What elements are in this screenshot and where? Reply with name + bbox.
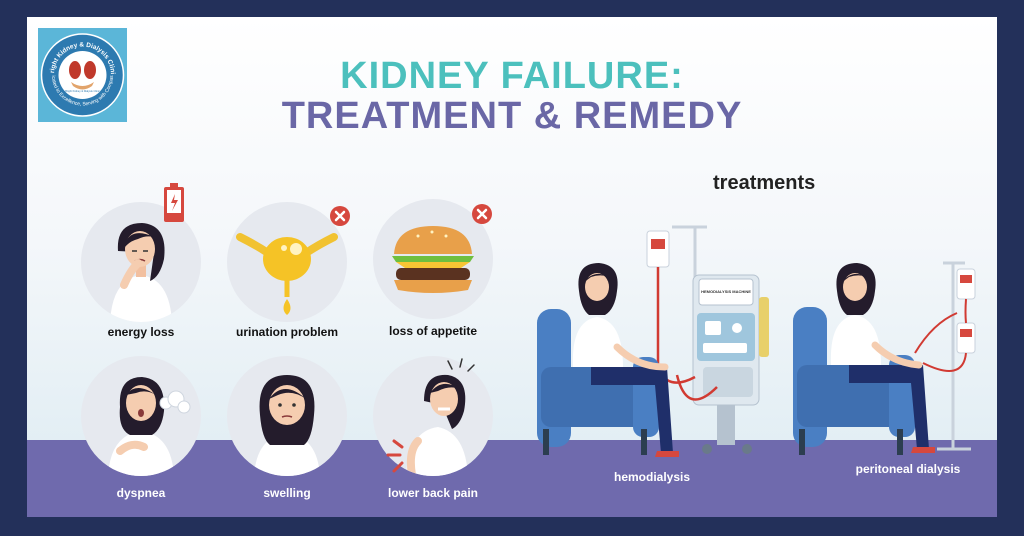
infographic-card: Bright Kidney & Dialysis Clinic Dedicate…	[27, 17, 997, 517]
clinic-logo: Bright Kidney & Dialysis Clinic Dedicate…	[38, 28, 127, 122]
machine-label: HEMODIALYSIS MACHINE	[701, 289, 751, 294]
forbidden-x-icon	[471, 203, 493, 225]
symptom-urination-problem	[226, 201, 348, 323]
symptom-swelling	[226, 355, 348, 477]
treatment-label-peritoneal-dialysis: peritoneal dialysis	[855, 462, 961, 476]
symptom-lower-back-pain	[372, 355, 494, 477]
title-line-2: TREATMENT & REMEDY	[281, 95, 743, 137]
symptom-label-urination-problem: urination problem	[236, 325, 338, 339]
logo-inner-text: Bright Kidney & Dialysis Clinic	[65, 89, 100, 93]
peritoneal-dialysis-scene	[793, 253, 993, 457]
floor-band	[27, 440, 997, 517]
treatment-label-hemodialysis: hemodialysis	[613, 470, 691, 484]
symptom-energy-loss	[80, 201, 202, 323]
symptom-loss-of-appetite	[372, 198, 494, 320]
symptom-label-swelling: swelling	[263, 486, 311, 500]
title-line-1: KIDNEY FAILURE:	[340, 55, 684, 97]
symptom-label-energy-loss: energy loss	[107, 325, 175, 339]
forbidden-x-icon	[329, 205, 351, 227]
low-battery-icon	[163, 183, 185, 223]
symptom-label-loss-of-appetite: loss of appetite	[388, 324, 477, 338]
hemodialysis-scene: HEMODIALYSIS MACHINE	[537, 217, 777, 457]
symptom-label-dyspnea: dyspnea	[116, 486, 166, 500]
treatments-heading: treatments	[713, 172, 816, 194]
symptom-dyspnea	[80, 355, 202, 477]
symptom-label-lower-back-pain: lower back pain	[387, 486, 479, 500]
